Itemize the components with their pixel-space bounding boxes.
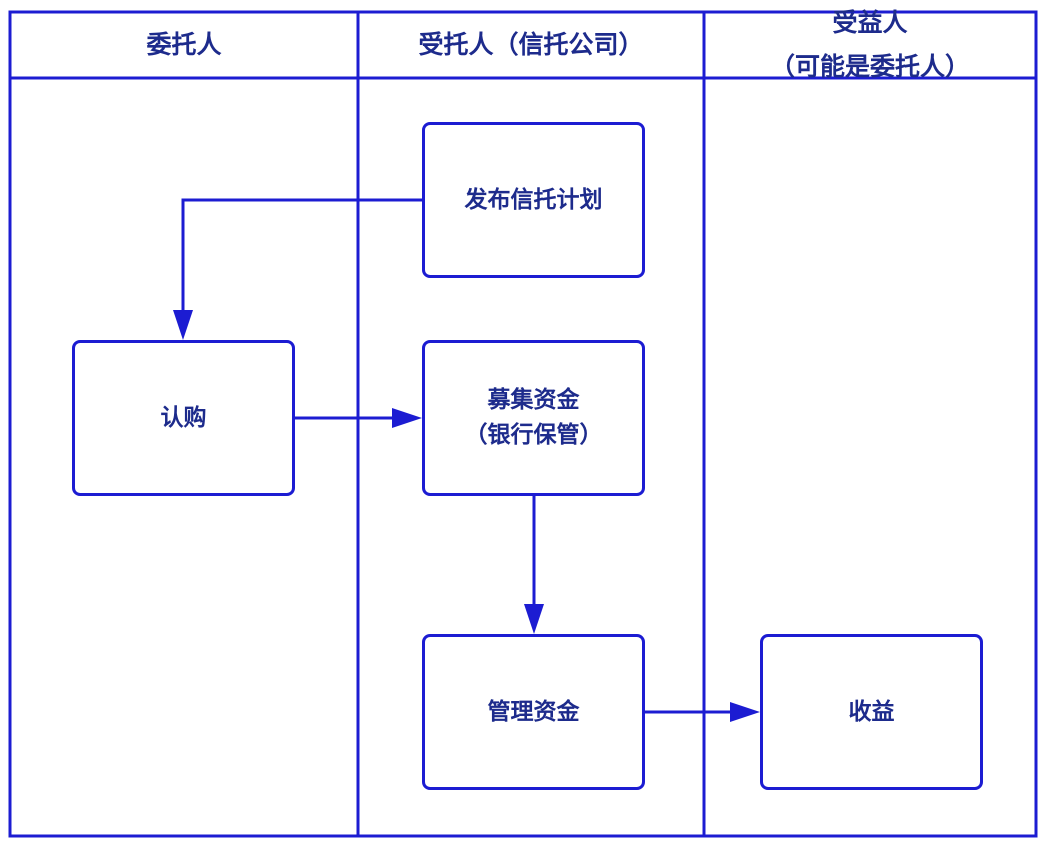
- lane-title: 受托人（信托公司）: [418, 30, 644, 59]
- lane-subtitle: （可能是委托人）: [769, 52, 970, 81]
- lane-header-trustee: 受托人（信托公司）: [358, 12, 704, 78]
- node-label: 管理资金: [487, 698, 580, 725]
- lane-title: 受益人: [832, 8, 908, 37]
- node-manage-funds: 管理资金: [422, 634, 645, 790]
- node-label: 认购: [160, 404, 207, 431]
- node-label: 募集资金: [487, 387, 580, 413]
- arrow-head-right: [392, 408, 422, 428]
- lane-header-beneficiary: 受益人 （可能是委托人）: [704, 8, 1036, 81]
- arrow-head-down: [173, 310, 193, 340]
- arrow-subscribe-to-raise: [295, 408, 422, 428]
- node-raise-funds: 募集资金 （银行保管）: [422, 340, 645, 496]
- node-sublabel: （银行保管）: [464, 422, 603, 448]
- arrow-head-down: [524, 604, 544, 634]
- lane-title: 委托人: [146, 30, 222, 59]
- node-label: 收益: [848, 698, 895, 725]
- node-label: 发布信托计划: [464, 186, 603, 213]
- lane-header-principal: 委托人: [10, 12, 358, 78]
- arrow-publish-to-subscribe: [173, 198, 422, 340]
- arrow-head-right: [730, 702, 760, 722]
- swimlane-outer-border: [8, 10, 1038, 838]
- node-publish-trust-plan: 发布信托计划: [422, 122, 645, 278]
- arrow-line: [181, 198, 422, 314]
- arrow-manage-to-returns: [645, 702, 760, 722]
- node-returns: 收益: [760, 634, 983, 790]
- node-subscribe: 认购: [72, 340, 295, 496]
- arrow-raise-to-manage: [524, 496, 544, 634]
